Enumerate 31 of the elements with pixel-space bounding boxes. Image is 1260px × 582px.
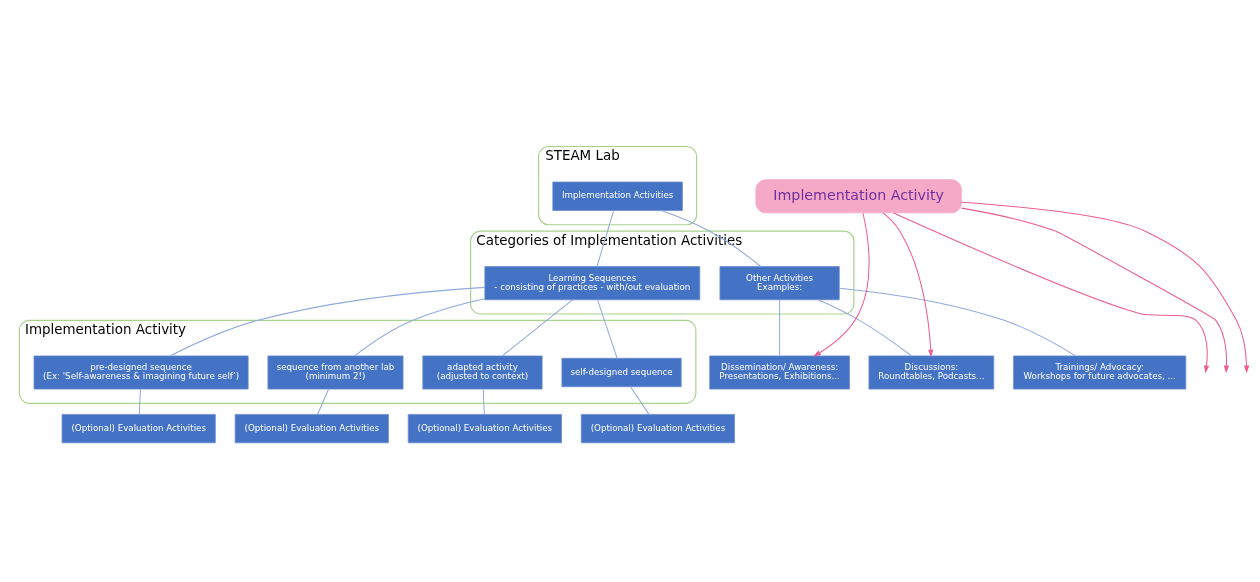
arrow — [882, 211, 934, 357]
arrow — [813, 212, 870, 357]
node-box: Trainings/ Advocacy: Workshops for future advocates, ... — [1013, 355, 1187, 389]
node-box: (Optional) Evaluation Activities — [580, 413, 735, 443]
node-box: (Optional) Evaluation Activities — [61, 413, 216, 443]
node-box: Dissemination/ Awareness: Presentations, Exhibitions... — [709, 355, 850, 389]
node-box: Other Activities Examples: — [719, 265, 840, 300]
node-box: Discussions: Roundtables, Podcasts... — [868, 355, 995, 389]
node-box: sequence from another lab (minimum 2!) — [267, 355, 404, 389]
node-box: Implementation Activities — [552, 181, 683, 211]
connector — [817, 298, 912, 356]
node-box: adapted activity (adjusted to context) — [422, 355, 543, 389]
node-box: (Optional) Evaluation Activities — [407, 413, 562, 443]
connector — [169, 286, 486, 356]
connector — [502, 298, 573, 356]
node-box: Learning Sequences - consisting of practices - with/out evaluation — [484, 265, 701, 300]
connector — [317, 388, 329, 415]
connector — [354, 297, 486, 356]
node-box: (Optional) Evaluation Activities — [234, 413, 389, 443]
connector — [630, 385, 650, 415]
connector — [597, 298, 618, 359]
connector — [138, 388, 141, 415]
connector — [596, 209, 615, 267]
connector — [839, 287, 1077, 356]
node-box: Implementation Activity — [755, 178, 962, 213]
node-box: self-designed sequence — [561, 357, 682, 387]
connector — [660, 209, 762, 267]
node-box: pre-designed sequence (Ex: 'Self-awareness & imagining future self’) — [33, 355, 249, 389]
arrow — [893, 211, 1210, 373]
connector — [482, 388, 485, 415]
connector — [779, 298, 781, 356]
